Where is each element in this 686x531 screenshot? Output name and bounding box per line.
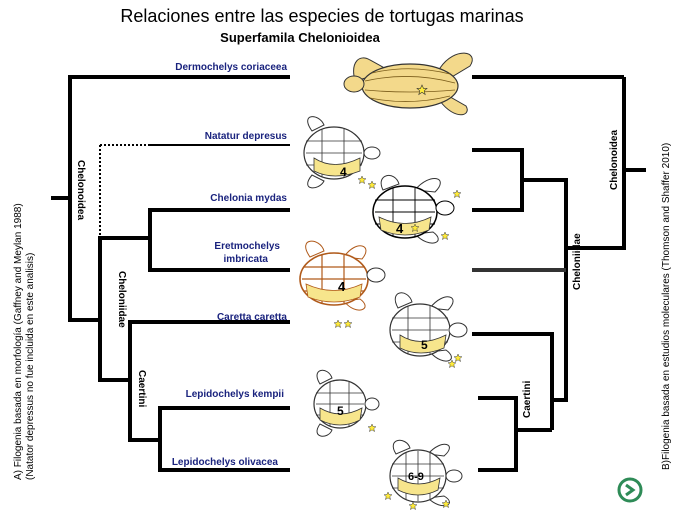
scute-count-olivacea: 6-9 (408, 471, 424, 483)
left-clade-cheloniidae: Cheloniidae (116, 271, 127, 328)
natator-dotted-branch (99, 144, 150, 238)
sea-turtle-icon-olivacea: 6-9 (383, 439, 463, 510)
sea-turtle-icon-kempii: 5 (313, 369, 380, 437)
left-clade-caertini: Caertini (136, 370, 147, 407)
label-natator: Natatur depresus (205, 131, 288, 142)
left-caption-line2: (Natator depressus no fue incluida en es… (25, 253, 36, 480)
circle-logo-icon (617, 477, 643, 503)
sea-turtle-icon-natator: 4 (303, 116, 381, 189)
label-chelonia: Chelonia mydas (210, 193, 287, 204)
species-labels: Dermochelys coriaceea Natatur depresus C… (172, 62, 288, 468)
left-clade-chelonioidea: Chelonoidea (75, 160, 86, 220)
right-clade-caertini: Caertini (522, 381, 533, 418)
scute-count-chelonia: 4 (396, 221, 404, 236)
sea-turtle-icon-eretmochelys: 4 (299, 240, 386, 328)
scute-count-eretmochelys: 4 (338, 279, 346, 294)
label-eretmochelys-1: Eretmochelys (214, 241, 280, 252)
scute-count-caretta: 5 (421, 338, 428, 352)
label-eretmochelys-2: imbricata (224, 254, 269, 265)
right-tree (472, 75, 646, 472)
right-clade-cheloniidae: Cheloniidae (572, 233, 583, 290)
left-caption-line1: A) Filogenia basada en morfología (Gaffn… (13, 203, 24, 480)
label-dermochelys: Dermochelys coriaceea (175, 62, 287, 73)
diagram-subtitle: Superfamila Chelonioidea (220, 30, 380, 45)
scute-count-kempii: 5 (337, 404, 344, 418)
sea-turtle-icon-chelonia: 4 (372, 175, 462, 244)
diagram-title: Relaciones entre las especies de tortuga… (120, 6, 523, 26)
scute-count-natator: 4 (340, 165, 347, 179)
right-caption: B)Filogenia basada en estudios molecular… (661, 143, 672, 470)
left-tree (51, 75, 290, 472)
right-clade-chelonioidea: Chelonoidea (609, 130, 620, 190)
sea-turtle-icon-caretta: 5 (389, 292, 468, 368)
label-caretta: Caretta caretta (217, 312, 287, 323)
label-kempii: Lepidochelys kempii (186, 389, 285, 400)
label-olivacea: Lepidochelys olivacea (172, 457, 279, 468)
sea-turtle-icon-dermochelys (343, 52, 473, 116)
